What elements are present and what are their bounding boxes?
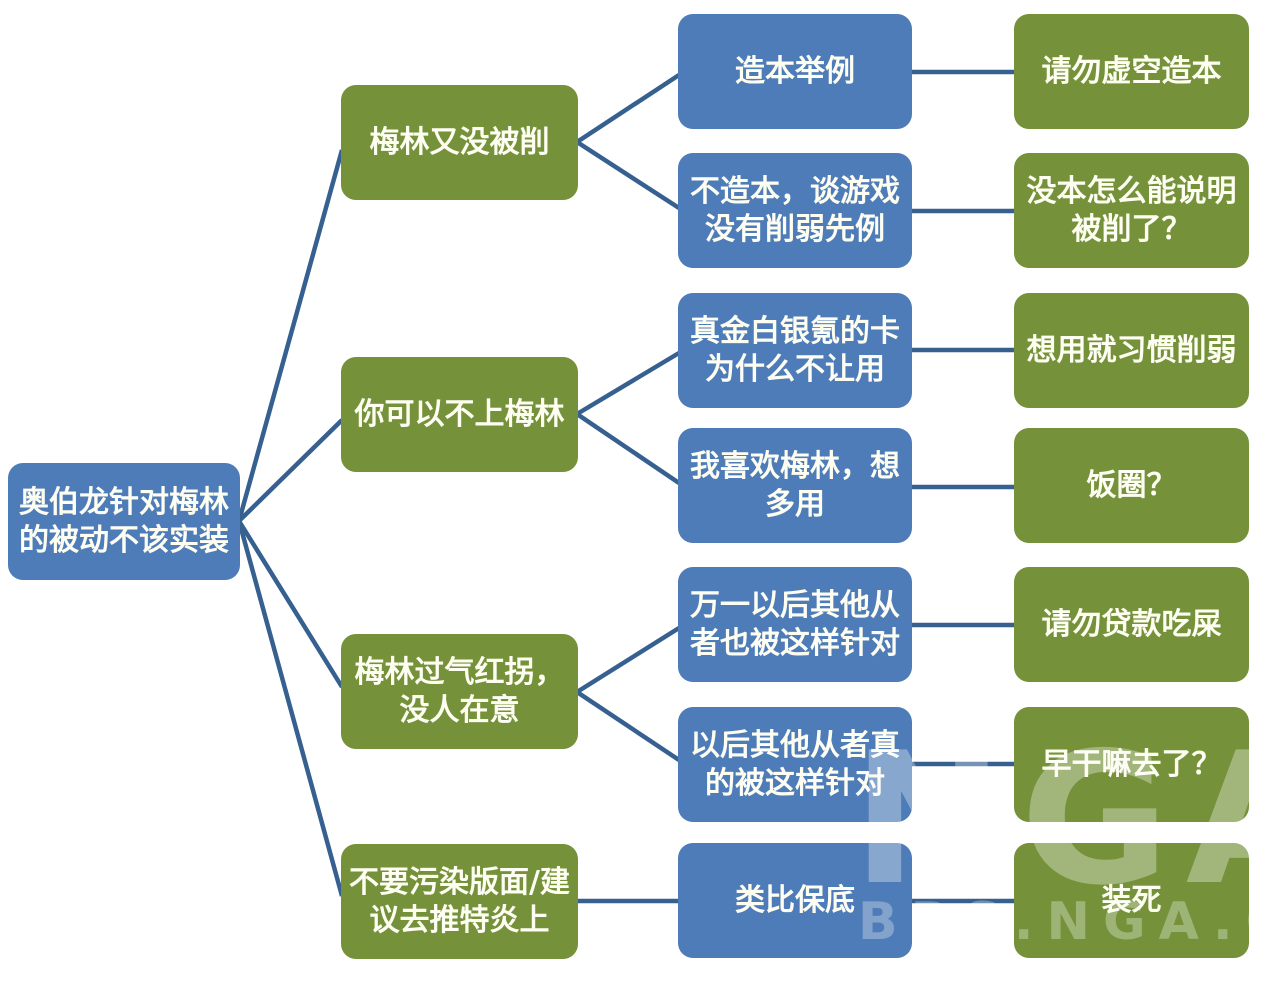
connector-root-branch1	[236, 149, 345, 522]
rebuttal-node-4-label: 饭圈？	[1086, 467, 1177, 503]
rebuttal-node-3-label: 想用就习惯削弱	[1026, 332, 1237, 368]
connector-root-branch2	[237, 418, 344, 523]
rebuttal-node-7-label: 装死	[1101, 882, 1162, 918]
rebuttal-node-2: 没本怎么能说明被削了？	[1014, 153, 1249, 268]
branch-node-1: 梅林又没被削	[341, 85, 578, 200]
claim-node-3-label: 真金白银氪的卡为什么不让用	[690, 314, 900, 387]
connector-branch2-claim4	[575, 412, 681, 485]
rebuttal-node-5-label: 请勿贷款吃屎	[1041, 606, 1222, 642]
root-node-label: 奥伯龙针对梅林的被动不该实装	[19, 485, 229, 558]
connector-branch2-claim3	[575, 351, 681, 416]
branch-node-4: 不要污染版面/建议去推特炎上	[341, 844, 578, 959]
branch-node-3-label: 梅林过气红拐，没人在意	[354, 655, 565, 728]
rebuttal-node-6: 早干嘛去了？	[1014, 707, 1249, 822]
connector-branch3-claim6	[575, 690, 681, 762]
claim-node-7: 类比保底	[678, 843, 912, 958]
branch-node-3: 梅林过气红拐，没人在意	[341, 634, 578, 749]
rebuttal-node-1-label: 请勿虚空造本	[1041, 53, 1222, 89]
rebuttal-node-1: 请勿虚空造本	[1014, 14, 1249, 129]
claim-node-2-label: 不造本，谈游戏没有削弱先例	[690, 174, 900, 247]
connector-branch3-claim5	[575, 626, 681, 694]
branch-node-2: 你可以不上梅林	[341, 357, 578, 472]
claim-node-6: 以后其他从者真的被这样针对	[678, 707, 912, 822]
rebuttal-node-5: 请勿贷款吃屎	[1014, 567, 1249, 682]
rebuttal-node-2-label: 没本怎么能说明被削了？	[1026, 174, 1237, 247]
claim-node-5: 万一以后其他从者也被这样针对	[678, 567, 912, 682]
claim-node-4: 我喜欢梅林，想多用	[678, 428, 912, 543]
claim-node-2: 不造本，谈游戏没有削弱先例	[678, 153, 912, 268]
claim-node-1: 造本举例	[678, 14, 912, 129]
claim-node-5-label: 万一以后其他从者也被这样针对	[690, 588, 900, 661]
root-node: 奥伯龙针对梅林的被动不该实装	[8, 463, 240, 580]
claim-node-6-label: 以后其他从者真的被这样针对	[690, 728, 900, 801]
connector-branch1-claim2	[575, 140, 681, 210]
branch-node-2-label: 你可以不上梅林	[354, 396, 565, 432]
claim-node-4-label: 我喜欢梅林，想多用	[690, 449, 900, 522]
claim-node-1-label: 造本举例	[735, 53, 855, 89]
rebuttal-node-3: 想用就习惯削弱	[1014, 293, 1249, 408]
branch-node-1-label: 梅林又没被削	[369, 124, 550, 160]
claim-node-3: 真金白银氪的卡为什么不让用	[678, 293, 912, 408]
branch-node-4-label: 不要污染版面/建议去推特炎上	[349, 865, 570, 938]
rebuttal-node-6-label: 早干嘛去了？	[1041, 746, 1222, 782]
claim-node-7-label: 类比保底	[735, 882, 855, 918]
connector-root-branch4	[236, 520, 345, 897]
connector-root-branch3	[237, 519, 344, 689]
rebuttal-node-4: 饭圈？	[1014, 428, 1249, 543]
rebuttal-node-7: 装死	[1014, 843, 1249, 958]
connector-branch1-claim1	[575, 73, 681, 144]
